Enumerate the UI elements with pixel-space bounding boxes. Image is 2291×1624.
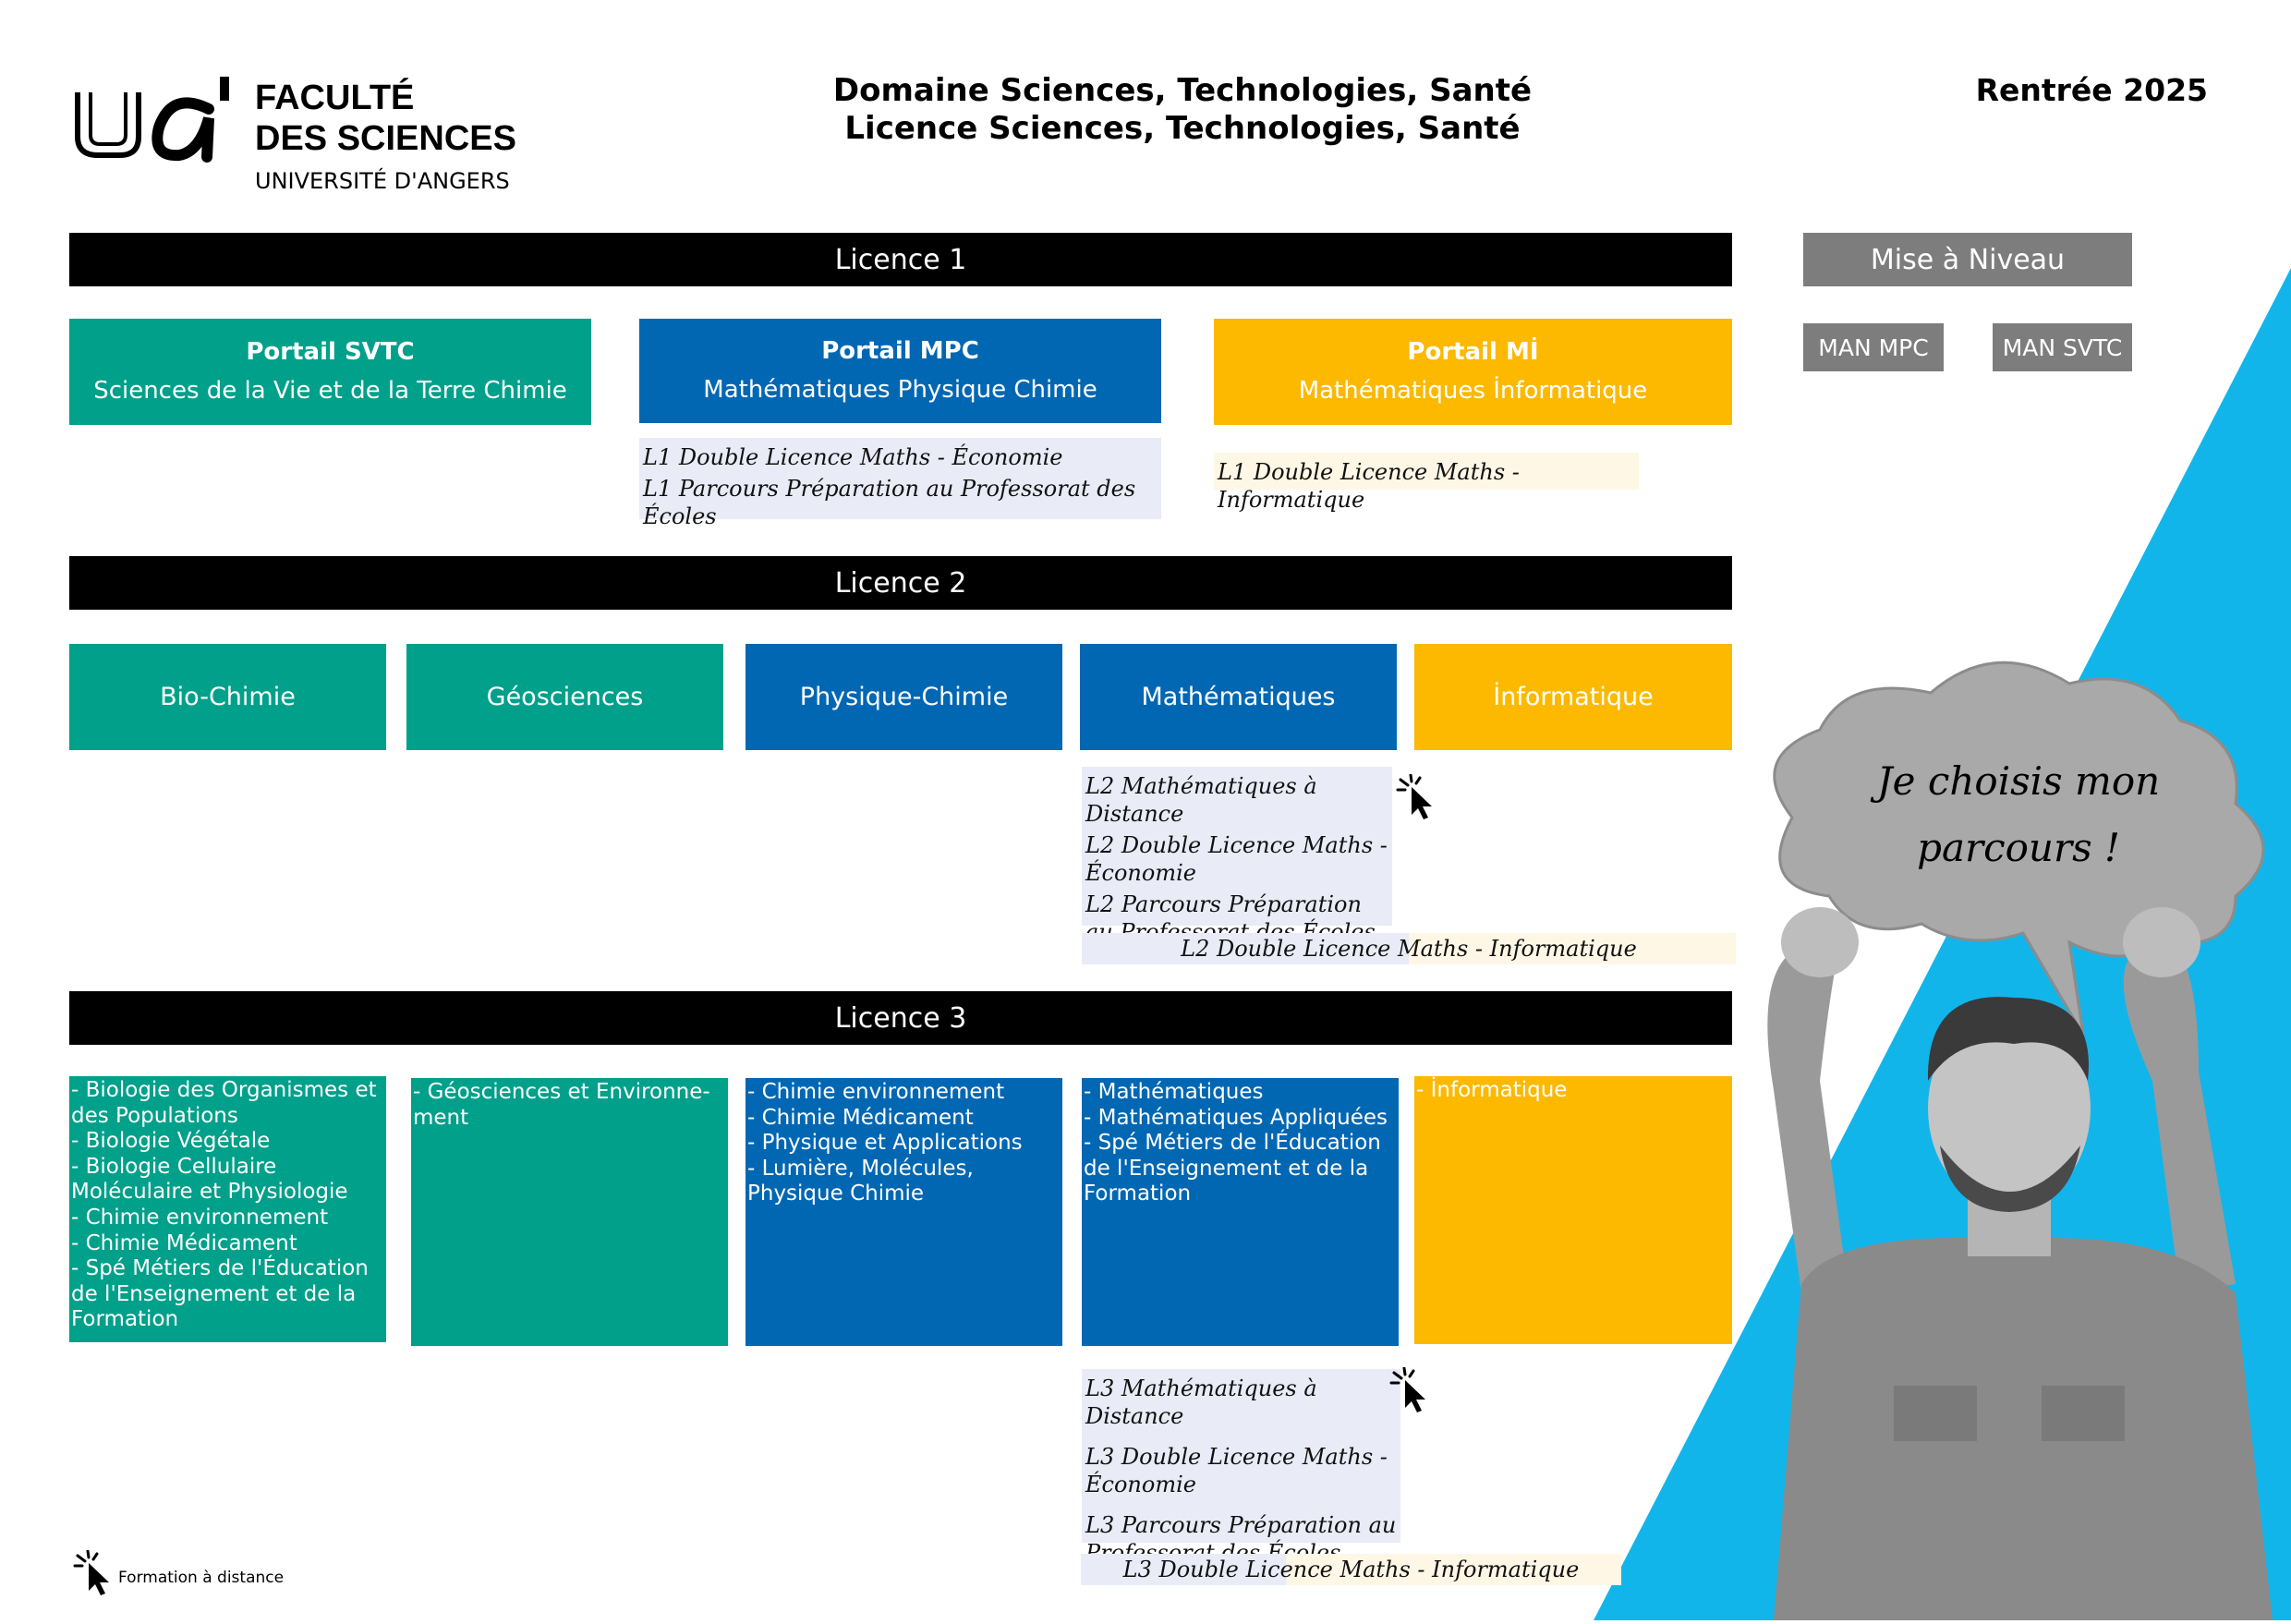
l2-math-distance[interactable]: L2 Mathématiques à Distance	[1085, 773, 1317, 827]
title-line-1: Domaine Sciences, Technologies, Santé	[832, 72, 1533, 109]
l2-double-info-label: L2 Double Licence Maths - Informatique	[1181, 936, 1637, 962]
l1-mpc-notes: L1 Double Licence Maths - Économie L1 Pa…	[639, 438, 1161, 529]
l3-geosciences-parcours[interactable]: - Géosciences et Environne-ment	[411, 1078, 728, 1346]
l3-math-notes: L3 Mathématiques à Distance L3 Double Li…	[1082, 1369, 1400, 1566]
bubble-line-2: parcours !	[1917, 825, 2120, 870]
l3-physique-chimie-parcours[interactable]: - Chimie environnement - Chimie Médicame…	[745, 1078, 1062, 1346]
l2-geosciences[interactable]: Géosciences	[406, 644, 723, 750]
l2-double-eco[interactable]: L2 Double Licence Maths - Économie	[1085, 832, 1388, 886]
portal-svtc-subtitle: Sciences de la Vie et de la Terre Chimie	[93, 376, 567, 405]
portal-mpc[interactable]: Portail MPC Mathématiques Physique Chimi…	[639, 319, 1161, 423]
l2-math-notes: L2 Mathématiques à Distance L2 Double Li…	[1082, 767, 1392, 945]
portal-mpc-subtitle: Mathématiques Physique Chimie	[703, 375, 1097, 404]
mise-a-niveau-bar: Mise à Niveau	[1803, 233, 2132, 286]
l1-professorat[interactable]: L1 Parcours Préparation au Professorat d…	[643, 476, 1136, 529]
university-logo: FACULTÉ DES SCIENCES UNIVERSITÉ D'ANGERS	[70, 65, 551, 203]
portal-mi-subtitle: Mathématiques İnformatique	[1298, 376, 1648, 405]
university-name: UNIVERSITÉ D'ANGERS	[255, 168, 510, 194]
licence3-bar: Licence 3	[69, 991, 1732, 1045]
man-svtc-button[interactable]: MAN SVTC	[1993, 323, 2132, 371]
l2-informatique[interactable]: İnformatique	[1414, 644, 1732, 750]
l2-physique-chimie[interactable]: Physique-Chimie	[745, 644, 1062, 750]
legend-cursor-icon	[73, 1550, 109, 1595]
title-line-2: Licence Sciences, Technologies, Santé	[844, 109, 1521, 147]
l2-bio-chimie[interactable]: Bio-Chimie	[69, 644, 386, 750]
l3-mathematiques-parcours[interactable]: - Mathématiques - Mathématiques Appliqué…	[1082, 1078, 1399, 1346]
l3-math-distance[interactable]: L3 Mathématiques à Distance	[1085, 1376, 1317, 1429]
portal-mi[interactable]: Portail Mİ Mathématiques İnformatique	[1214, 319, 1732, 425]
bubble-line-1: Je choisis mon	[1876, 758, 2161, 804]
l3-double-eco[interactable]: L3 Double Licence Maths - Économie	[1085, 1444, 1388, 1497]
speech-bubble-text: Je choisis mon parcours !	[1834, 748, 2203, 881]
l3-double-info[interactable]: L3 Double Licence Maths - Informatique	[1081, 1554, 1621, 1585]
portal-svtc[interactable]: Portail SVTC Sciences de la Vie et de la…	[69, 319, 591, 425]
person-illustration	[1718, 647, 2291, 1620]
portal-mpc-title: Portail MPC	[821, 336, 979, 365]
ua-logo-icon	[75, 77, 229, 163]
person-photo-icon	[1767, 661, 2273, 1620]
l1-double-eco[interactable]: L1 Double Licence Maths - Économie	[643, 444, 1063, 470]
distance-cursor-icon	[1396, 774, 1432, 819]
l3-informatique-parcours[interactable]: - İnformatique	[1414, 1076, 1732, 1344]
l1-mi-note: L1 Double Licence Maths - Informatique	[1214, 453, 1639, 513]
l3-svtc-parcours[interactable]: - Biologie des Organismes et des Populat…	[69, 1076, 386, 1342]
distance-cursor-icon	[1389, 1367, 1425, 1412]
page-title: Domaine Sciences, Technologies, Santé Li…	[785, 72, 1580, 148]
l1-double-info[interactable]: L1 Double Licence Maths - Informatique	[1218, 459, 1520, 513]
faculty-name-line1: FACULTÉ	[255, 79, 415, 117]
l3-double-info-label: L3 Double Licence Maths - Informatique	[1122, 1557, 1580, 1582]
l2-mathematiques[interactable]: Mathématiques	[1080, 644, 1397, 750]
licence2-bar: Licence 2	[69, 556, 1732, 610]
portal-mi-title: Portail Mİ	[1407, 337, 1539, 366]
portal-svtc-title: Portail SVTC	[246, 337, 415, 366]
licence1-bar: Licence 1	[69, 233, 1732, 286]
man-mpc-button[interactable]: MAN MPC	[1803, 323, 1944, 371]
rentree-label: Rentrée 2025	[1975, 72, 2208, 108]
faculty-name-line2: DES SCIENCES	[255, 119, 516, 158]
legend-distance-label: Formation à distance	[118, 1569, 285, 1587]
l2-double-info[interactable]: L2 Double Licence Maths - Informatique	[1082, 933, 1736, 964]
